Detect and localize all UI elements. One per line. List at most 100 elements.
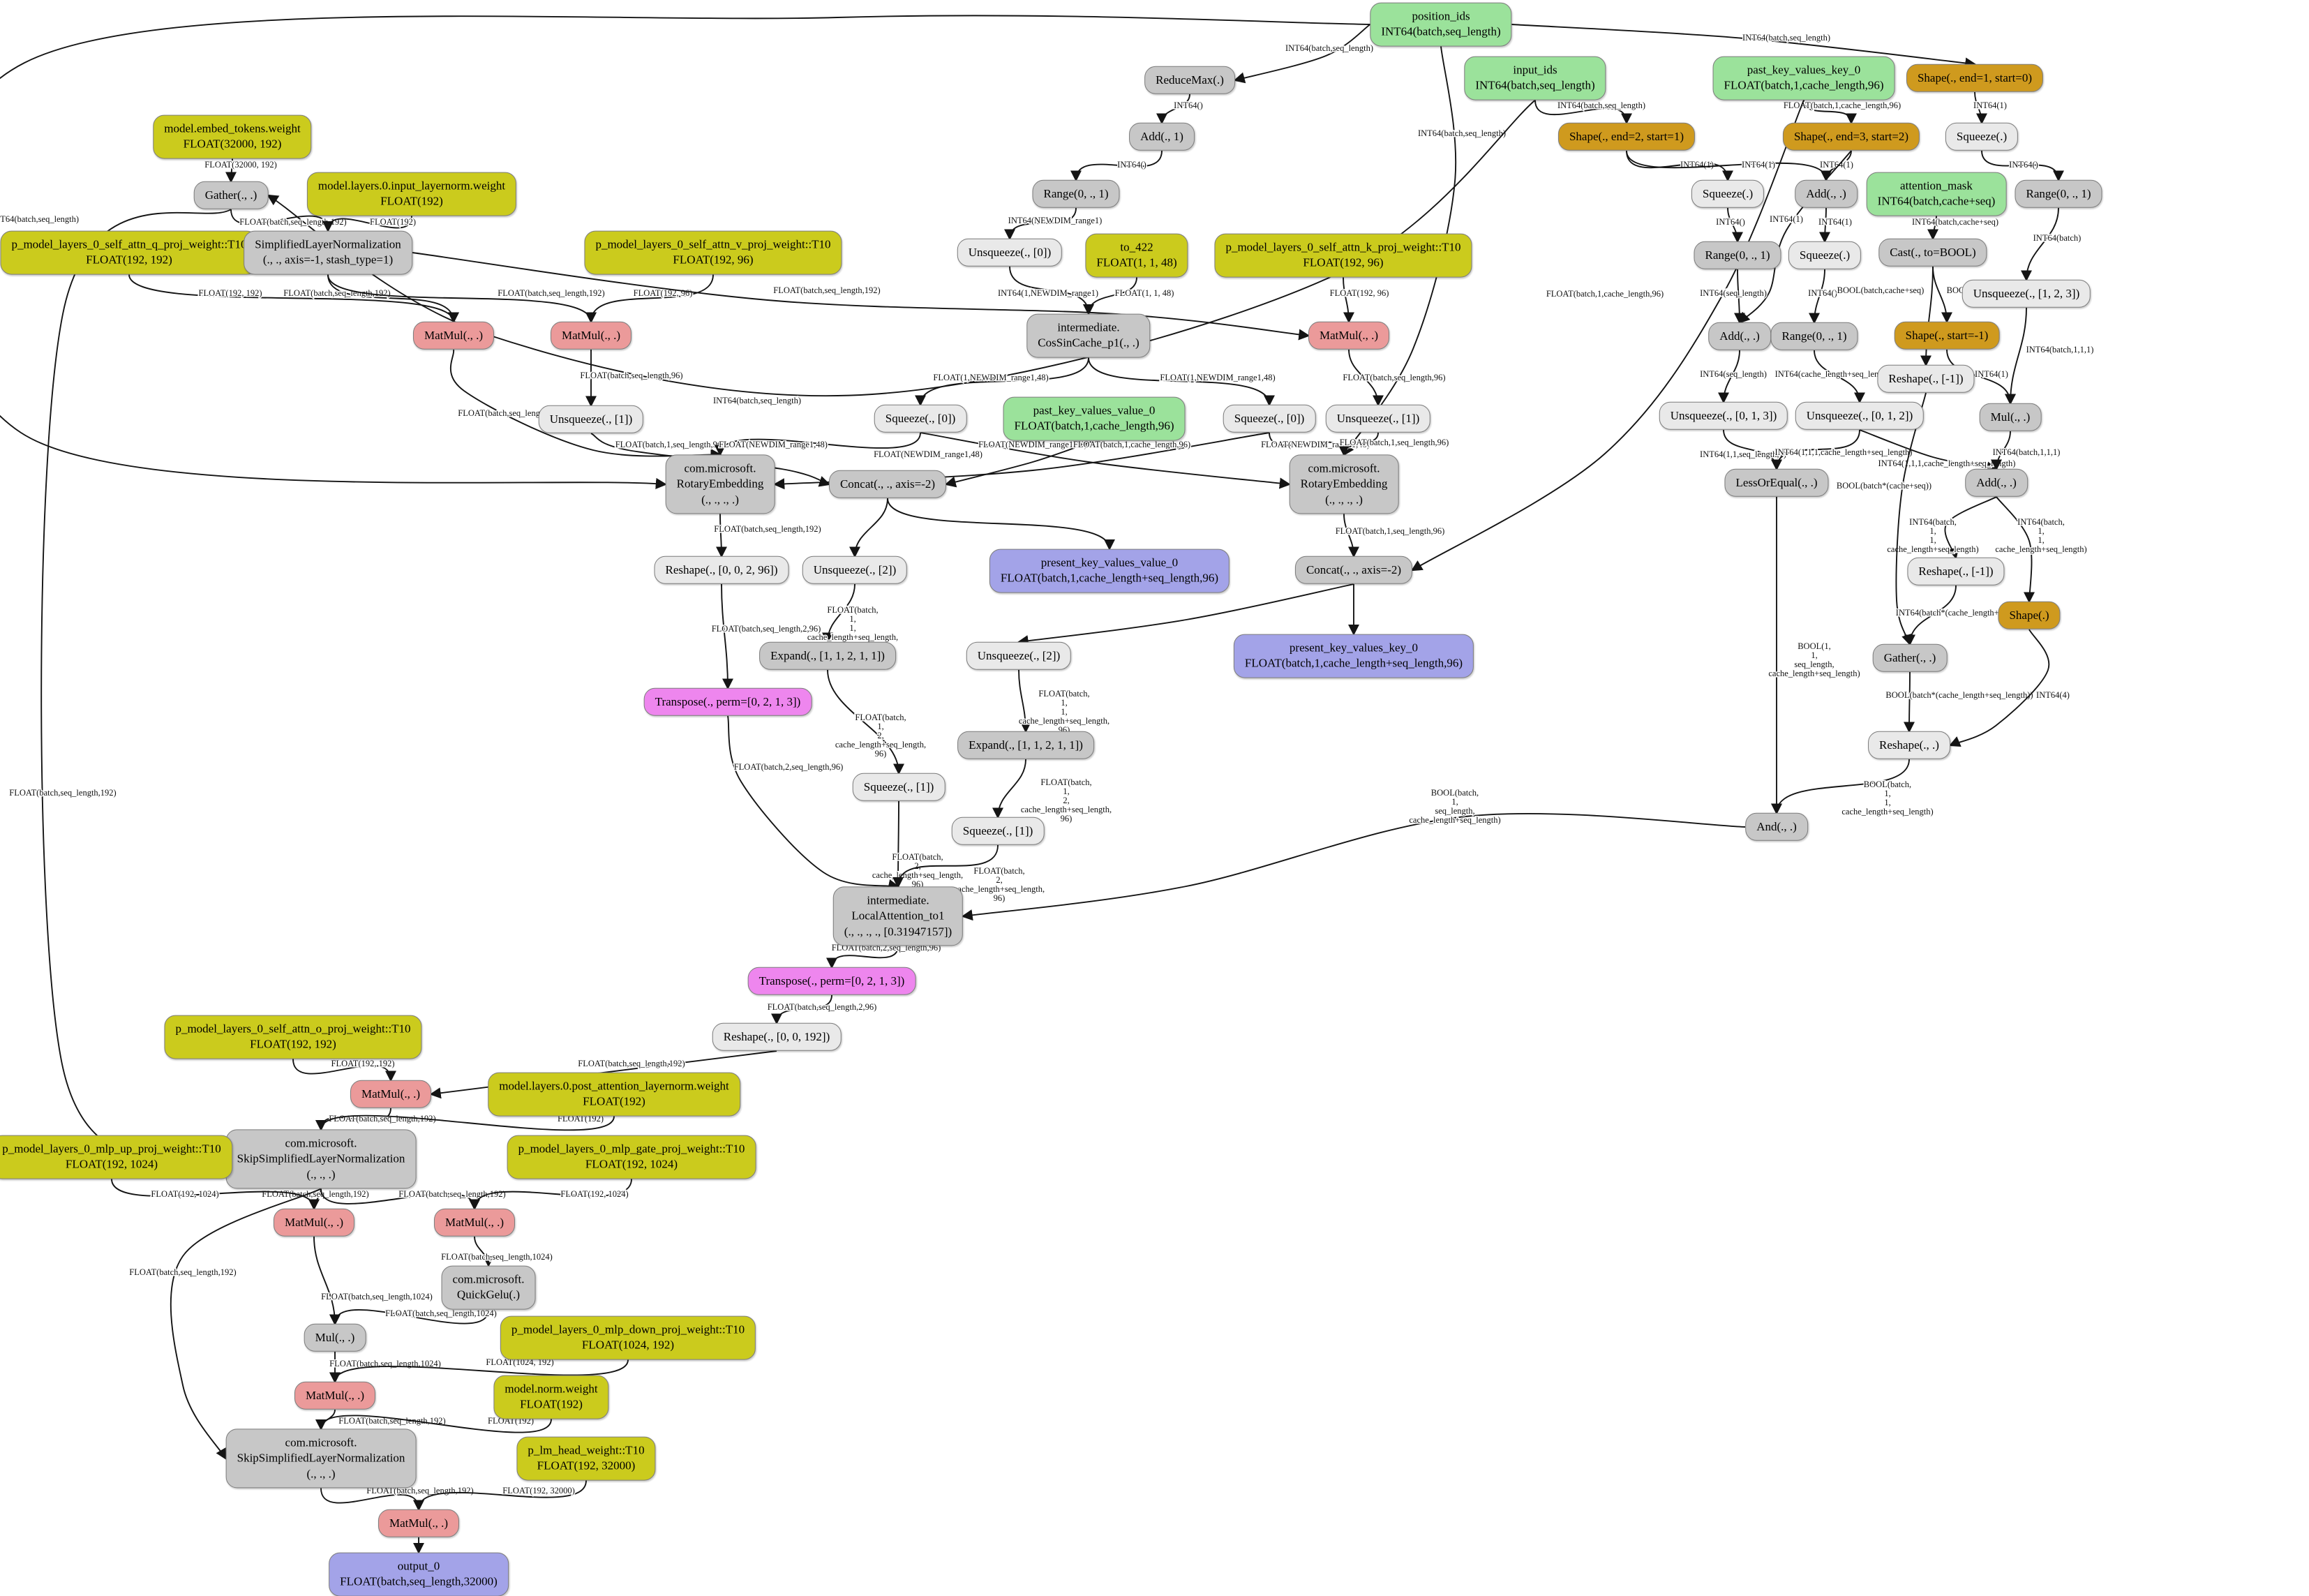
node-reshape_r[interactable]: Reshape(., .) bbox=[1868, 731, 1950, 760]
node-shape_e1s0[interactable]: Shape(., end=1, start=0) bbox=[1906, 64, 2044, 93]
node-unsq0[interactable]: Unsqueeze(., [0]) bbox=[957, 238, 1063, 267]
node-concat_v[interactable]: Concat(., ., axis=-2) bbox=[828, 470, 947, 499]
node-norm_w[interactable]: model.norm.weight FLOAT(192) bbox=[493, 1375, 609, 1419]
edge-expand_k-squeeze_k bbox=[992, 759, 1026, 819]
node-squeeze_r2[interactable]: Squeeze(.) bbox=[1691, 179, 1765, 209]
node-mul_r[interactable]: Mul(., .) bbox=[1979, 403, 2042, 432]
node-unsq_r123[interactable]: Unsqueeze(., [1, 2, 3]) bbox=[1961, 279, 2091, 308]
node-unsq_r012[interactable]: Unsqueeze(., [0, 1, 2]) bbox=[1795, 401, 1925, 431]
node-range_r3[interactable]: Range(0, ., 1) bbox=[1770, 322, 1858, 351]
edge-label-range_r1-unsq_r123: INT64(batch) bbox=[2033, 233, 2082, 243]
node-cast[interactable]: Cast(., to=BOOL) bbox=[1878, 238, 1987, 267]
edge-gather-sln bbox=[230, 209, 334, 232]
node-reshape_00192[interactable]: Reshape(., [0, 0, 192]) bbox=[712, 1022, 842, 1052]
node-matmul_o[interactable]: MatMul(., .) bbox=[350, 1080, 432, 1109]
node-reshape_0096[interactable]: Reshape(., [0, 0, 2, 96]) bbox=[654, 555, 789, 585]
node-k_w[interactable]: p_model_layers_0_self_attn_k_proj_weight… bbox=[1214, 233, 1472, 278]
node-concat_k[interactable]: Concat(., ., axis=-2) bbox=[1294, 555, 1413, 585]
node-lm_head_w[interactable]: p_lm_head_weight::T10 FLOAT(192, 32000) bbox=[516, 1436, 656, 1481]
node-rotary_l[interactable]: com.microsoft. RotaryEmbedding (., ., .,… bbox=[665, 454, 775, 514]
node-matmul_v[interactable]: MatMul(., .) bbox=[550, 321, 632, 350]
node-expand_k[interactable]: Expand(., [1, 1, 2, 1, 1]) bbox=[957, 731, 1094, 760]
node-input_ln_w[interactable]: model.layers.0.input_layernorm.weight FL… bbox=[306, 172, 517, 216]
node-position_ids[interactable]: position_ids INT64(batch,seq_length) bbox=[1370, 2, 1512, 47]
node-transpose2[interactable]: Transpose(., perm=[0, 2, 1, 3]) bbox=[747, 967, 916, 996]
node-shape_sm1[interactable]: Shape(., start=-1) bbox=[1894, 321, 2000, 350]
node-squeeze_r3[interactable]: Squeeze(.) bbox=[1788, 241, 1862, 270]
node-gather_r[interactable]: Gather(., .) bbox=[1872, 643, 1948, 673]
node-range_r1[interactable]: Range(0, ., 1) bbox=[2015, 179, 2102, 209]
edge-cossin-squeeze0_l bbox=[914, 357, 1089, 407]
node-input_ids[interactable]: input_ids INT64(batch,seq_length) bbox=[1464, 56, 1606, 100]
node-transpose1[interactable]: Transpose(., perm=[0, 2, 1, 3]) bbox=[643, 687, 812, 717]
node-squeeze_r1[interactable]: Squeeze(.) bbox=[1945, 122, 2019, 151]
node-unsq_v1[interactable]: Unsqueeze(., [1]) bbox=[538, 405, 644, 434]
node-present_value[interactable]: present_key_values_value_0 FLOAT(batch,1… bbox=[989, 549, 1230, 593]
node-shape_p[interactable]: Shape(.) bbox=[1998, 601, 2061, 630]
node-squeeze_k[interactable]: Squeeze(., [1]) bbox=[951, 816, 1045, 846]
node-unsq2_v[interactable]: Unsqueeze(., [2]) bbox=[802, 555, 908, 585]
node-matmul_gate[interactable]: MatMul(., .) bbox=[433, 1208, 516, 1237]
node-expand_v[interactable]: Expand(., [1, 1, 2, 1, 1]) bbox=[759, 641, 896, 671]
node-reducemax[interactable]: ReduceMax(.) bbox=[1144, 66, 1235, 95]
node-matmul_up[interactable]: MatMul(., .) bbox=[273, 1208, 355, 1237]
node-squeeze0_r[interactable]: Squeeze(., [0]) bbox=[1223, 404, 1316, 433]
node-quickgelu[interactable]: com.microsoft. QuickGelu(.) bbox=[441, 1265, 536, 1310]
edge-label-unsq_r123-mul_r: INT64(batch,1,1,1) bbox=[2026, 345, 2094, 355]
node-cossin[interactable]: intermediate. CosSinCache_p1(., .) bbox=[1026, 313, 1151, 358]
edge-shape_e1s0-squeeze_r1 bbox=[1974, 91, 1988, 125]
node-down_w[interactable]: p_model_layers_0_mlp_down_proj_weight::T… bbox=[500, 1315, 756, 1360]
node-output0[interactable]: output_0 FLOAT(batch,seq_length,32000) bbox=[329, 1552, 509, 1596]
node-reshape_m1b[interactable]: Reshape(., [-1]) bbox=[1907, 557, 2005, 586]
node-skipln1[interactable]: com.microsoft. SkipSimplifiedLayerNormal… bbox=[225, 1129, 417, 1189]
node-sln[interactable]: SimplifiedLayerNormalization (., ., axis… bbox=[244, 230, 412, 275]
edge-label-squeeze_r1-range_r1: INT64() bbox=[2009, 160, 2038, 170]
node-attention_mask[interactable]: attention_mask INT64(batch,cache+seq) bbox=[1866, 172, 2007, 216]
edge-rotary_r-concat_k bbox=[1343, 514, 1360, 558]
edge-past_key-shape_e3s2 bbox=[1803, 100, 1858, 125]
node-lessorequal[interactable]: LessOrEqual(., .) bbox=[1724, 468, 1829, 498]
node-squeeze0_l[interactable]: Squeeze(., [0]) bbox=[874, 404, 967, 433]
node-post_ln_w[interactable]: model.layers.0.post_attention_layernorm.… bbox=[488, 1072, 740, 1117]
node-v_w[interactable]: p_model_layers_0_self_attn_v_proj_weight… bbox=[584, 230, 842, 275]
node-matmul_lm[interactable]: MatMul(., .) bbox=[378, 1509, 460, 1538]
node-add_r3[interactable]: Add(., .) bbox=[1965, 468, 2028, 498]
node-add_r2[interactable]: Add(., .) bbox=[1708, 322, 1771, 351]
node-reshape_m1a[interactable]: Reshape(., [-1]) bbox=[1877, 364, 1975, 394]
node-add_r1[interactable]: Add(., .) bbox=[1795, 179, 1858, 209]
edge-label-position_ids-reducemax: INT64(batch,seq_length) bbox=[1285, 43, 1373, 53]
edge-label-matmul_down-skipln2: FLOAT(batch,seq_length,192) bbox=[338, 1416, 445, 1426]
node-embed_w[interactable]: model.embed_tokens.weight FLOAT(32000, 1… bbox=[153, 114, 312, 159]
node-present_key[interactable]: present_key_values_key_0 FLOAT(batch,1,c… bbox=[1233, 634, 1474, 678]
node-past_value[interactable]: past_key_values_value_0 FLOAT(batch,1,ca… bbox=[1003, 396, 1186, 441]
node-range_r2[interactable]: Range(0, ., 1) bbox=[1694, 241, 1781, 270]
node-mul_mlp[interactable]: Mul(., .) bbox=[304, 1323, 366, 1352]
node-squeeze_v[interactable]: Squeeze(., [1]) bbox=[852, 773, 946, 802]
node-add1[interactable]: Add(., 1) bbox=[1129, 122, 1195, 151]
node-localattn[interactable]: intermediate. LocalAttention_to1 (., ., … bbox=[832, 886, 964, 946]
node-shape_e3s2[interactable]: Shape(., end=3, start=2) bbox=[1782, 122, 1920, 151]
node-gather[interactable]: Gather(., .) bbox=[193, 181, 269, 210]
edge-label-squeeze0_r-rotary_l: FLOAT(NEWDIM_range1,48) bbox=[874, 449, 982, 459]
node-rotary_r[interactable]: com.microsoft. RotaryEmbedding (., ., .,… bbox=[1289, 454, 1399, 514]
node-o_w[interactable]: p_model_layers_0_self_attn_o_proj_weight… bbox=[164, 1015, 422, 1059]
edge-label-lessorequal-and_r: BOOL(1,1,seq_length,cache_length+seq_len… bbox=[1768, 641, 1860, 678]
node-to422[interactable]: to_422 FLOAT(1, 1, 48) bbox=[1085, 233, 1188, 278]
node-and_r[interactable]: And(., .) bbox=[1745, 812, 1808, 842]
edge-range_r2-add_r2 bbox=[1733, 269, 1746, 325]
node-shape_e2s1[interactable]: Shape(., end=2, start=1) bbox=[1557, 122, 1696, 151]
node-gate_w[interactable]: p_model_layers_0_mlp_gate_proj_weight::T… bbox=[507, 1135, 756, 1179]
edge-concat_k-unsq2_k bbox=[1017, 583, 1354, 647]
node-q_w[interactable]: p_model_layers_0_self_attn_q_proj_weight… bbox=[0, 230, 258, 275]
node-matmul_k[interactable]: MatMul(., .) bbox=[1308, 321, 1390, 350]
node-unsq2_k[interactable]: Unsqueeze(., [2]) bbox=[966, 641, 1072, 671]
node-up_w[interactable]: p_model_layers_0_mlp_up_proj_weight::T10… bbox=[0, 1135, 232, 1179]
node-past_key[interactable]: past_key_values_key_0 FLOAT(batch,1,cach… bbox=[1712, 56, 1895, 100]
node-skipln2[interactable]: com.microsoft. SkipSimplifiedLayerNormal… bbox=[225, 1429, 417, 1489]
node-unsq_r013[interactable]: Unsqueeze(., [0, 1, 3]) bbox=[1659, 401, 1788, 431]
node-matmul_down[interactable]: MatMul(., .) bbox=[294, 1381, 376, 1410]
node-unsq_k1[interactable]: Unsqueeze(., [1]) bbox=[1325, 404, 1431, 433]
edge-position_ids-reducemax bbox=[1233, 24, 1371, 84]
node-range1[interactable]: Range(0, ., 1) bbox=[1032, 179, 1120, 209]
node-matmul_q[interactable]: MatMul(., .) bbox=[412, 321, 495, 350]
